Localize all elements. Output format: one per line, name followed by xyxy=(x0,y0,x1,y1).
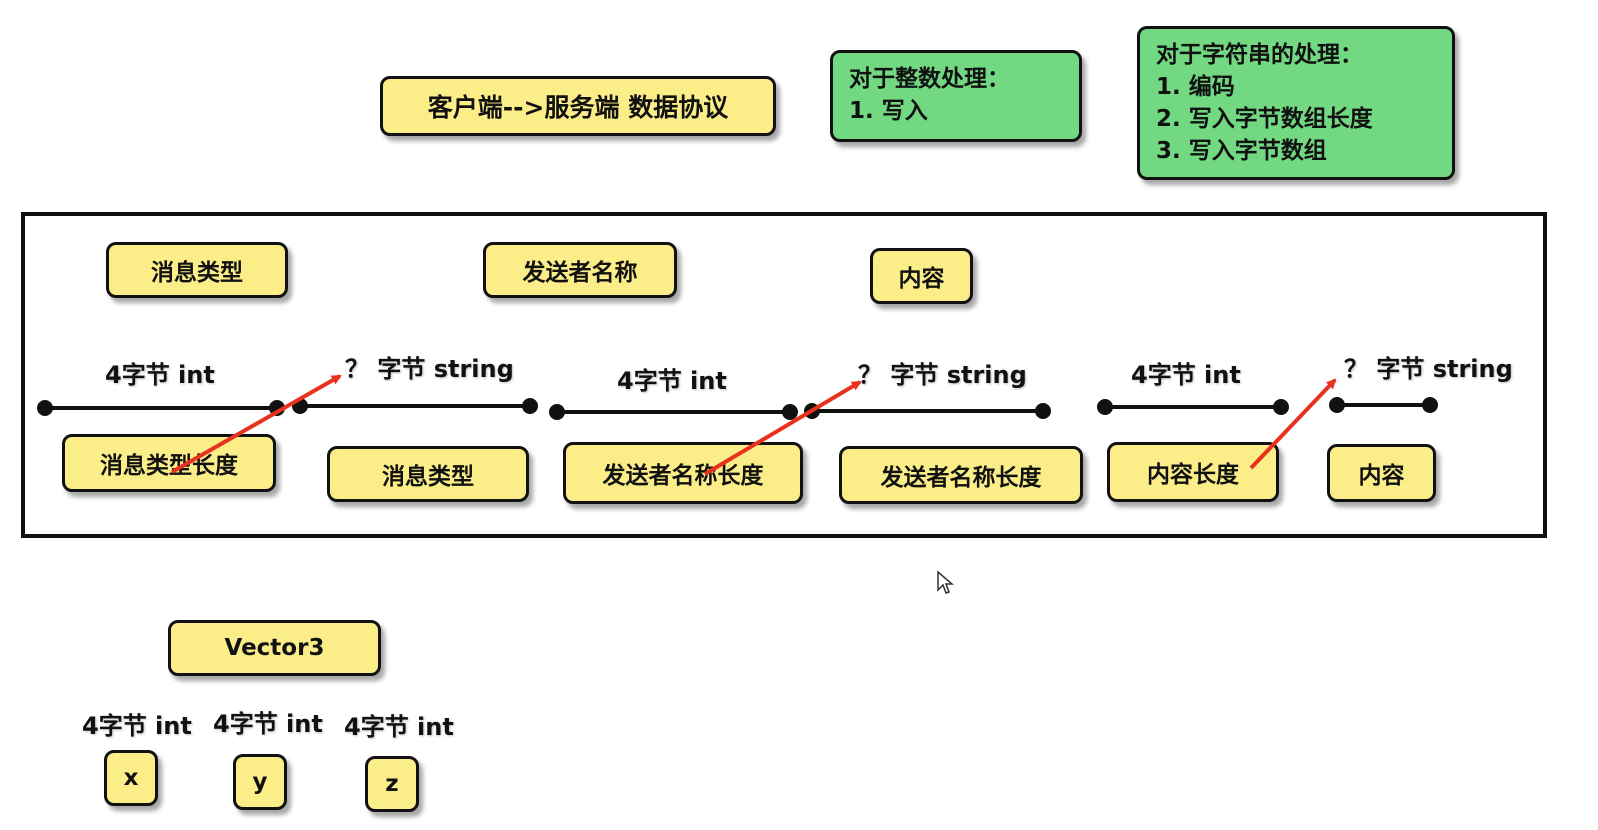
segment-endpoint xyxy=(37,400,53,416)
segment-endpoint xyxy=(522,398,538,414)
box-sender-name-length: 发送者名称长度 xyxy=(839,446,1083,504)
protocol-frame xyxy=(21,212,1547,538)
box-content-label: 内容 xyxy=(1358,463,1405,489)
vector3-title: Vector3 xyxy=(224,635,325,661)
string-processing-note: 对于字符串的处理： 1. 编码 2. 写入字节数组长度 3. 写入字节数组 xyxy=(1137,26,1455,180)
segment-endpoint xyxy=(782,404,798,420)
box-content: 内容 xyxy=(1327,444,1436,502)
segment-endpoint xyxy=(1097,399,1113,415)
int-processing-step: 1. 写入 xyxy=(849,98,928,124)
segment-endpoint xyxy=(1273,399,1289,415)
mouse-cursor-icon xyxy=(937,570,954,594)
vector3-box: Vector3 xyxy=(168,620,381,676)
vector3-y-label: y xyxy=(252,769,268,795)
vector3-component-label: 4字节 int xyxy=(82,712,192,740)
field-content: 内容 xyxy=(870,248,973,304)
string-processing-step: 1. 编码 xyxy=(1156,74,1235,100)
vector3-x-label: x xyxy=(123,765,139,791)
segment-label-int: 4字节 int xyxy=(1131,361,1241,389)
int-processing-heading: 对于整数处理： xyxy=(849,66,1010,92)
segment-label-string: ？ 字节 string xyxy=(345,355,514,383)
red-arrow xyxy=(1249,378,1337,470)
field-content-label: 内容 xyxy=(898,266,945,292)
protocol-title-box: 客户端-->服务端 数据协议 xyxy=(380,76,776,136)
vector3-z-label: z xyxy=(385,771,399,797)
box-message-type-label: 消息类型 xyxy=(382,464,474,490)
field-message-type: 消息类型 xyxy=(106,242,288,298)
box-content-length-label: 内容长度 xyxy=(1147,462,1239,488)
segment-label-string: ？ 字节 string xyxy=(1344,355,1513,383)
box-sender-name-length-label: 发送者名称长度 xyxy=(602,463,764,489)
box-sender-name-length: 发送者名称长度 xyxy=(563,442,803,504)
field-sender-name-label: 发送者名称 xyxy=(522,260,638,286)
segment-endpoint xyxy=(1422,397,1438,413)
segment-endpoint xyxy=(1035,403,1051,419)
box-message-type: 消息类型 xyxy=(327,446,529,502)
protocol-title: 客户端-->服务端 数据协议 xyxy=(427,93,729,122)
field-sender-name: 发送者名称 xyxy=(483,242,677,298)
vector3-component-label: 4字节 int xyxy=(213,710,323,738)
box-message-type-length: 消息类型长度 xyxy=(62,434,276,492)
segment-endpoint xyxy=(549,404,565,420)
red-arrow xyxy=(171,374,342,474)
segment-label-int: 4字节 int xyxy=(617,367,727,395)
box-message-type-length-label: 消息类型长度 xyxy=(100,453,238,479)
vector3-z-box: z xyxy=(365,756,419,812)
vector3-component-label: 4字节 int xyxy=(344,713,454,741)
red-arrow xyxy=(703,380,862,476)
field-message-type-label: 消息类型 xyxy=(151,260,243,286)
box-sender-name-length-label: 发送者名称长度 xyxy=(880,465,1042,491)
box-content-length: 内容长度 xyxy=(1107,442,1279,502)
vector3-x-box: x xyxy=(104,750,158,806)
string-processing-heading: 对于字符串的处理： xyxy=(1156,42,1363,68)
segment-endpoint xyxy=(1329,397,1345,413)
segment-label-int: 4字节 int xyxy=(105,361,215,389)
int-processing-note: 对于整数处理： 1. 写入 xyxy=(830,50,1082,142)
vector3-y-box: y xyxy=(233,754,287,810)
segment-label-string: ？ 字节 string xyxy=(858,361,1027,389)
string-processing-step: 3. 写入字节数组 xyxy=(1156,138,1327,164)
string-processing-step: 2. 写入字节数组长度 xyxy=(1156,106,1373,132)
